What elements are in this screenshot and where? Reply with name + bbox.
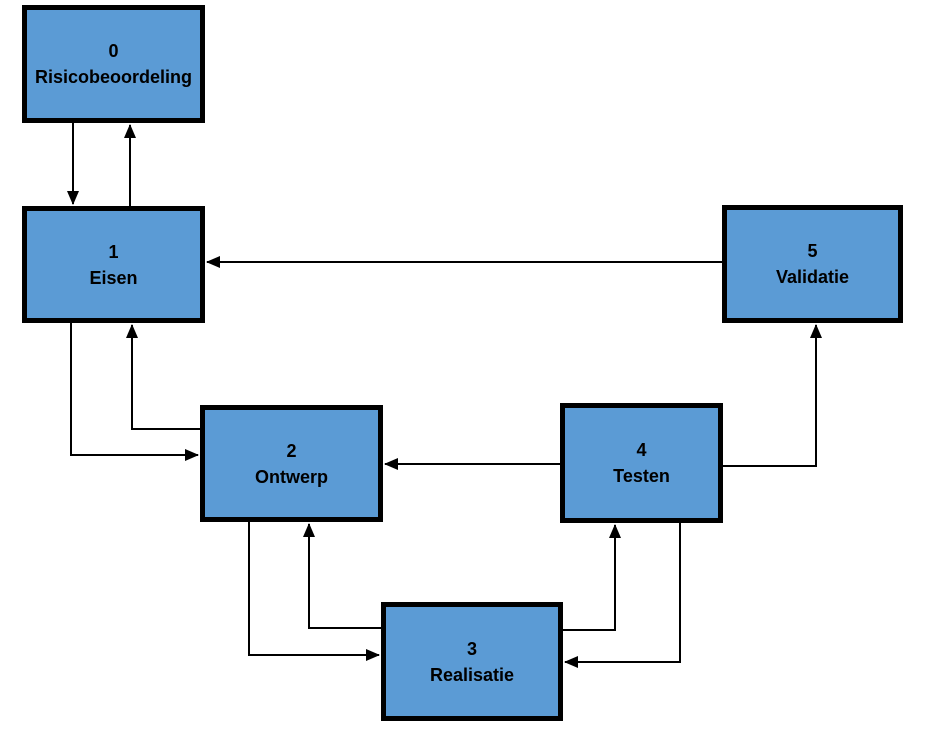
node-validatie: 5 Validatie: [722, 205, 903, 323]
node-label: Ontwerp: [254, 466, 328, 487]
node-label: Eisen: [89, 267, 138, 288]
connector-1-to-2: [70, 323, 199, 461]
node-label: Testen: [613, 466, 670, 486]
connector-3-to-4: [563, 524, 621, 631]
node-label: Risicobeoordeling: [34, 67, 193, 87]
node-number: 5: [807, 241, 818, 261]
node-risicobeoordeling: 0 Risicobeoordeling: [22, 5, 205, 123]
node-number: 0: [108, 41, 119, 61]
connector-2-to-3: [248, 522, 380, 661]
node-number: 1: [108, 241, 119, 262]
connector-4-to-3: [564, 523, 681, 668]
connector-3-to-2: [303, 523, 381, 629]
node-number: 4: [636, 440, 647, 460]
node-number: 3: [466, 638, 477, 659]
node-label: Realisatie: [429, 664, 515, 685]
node-label: Validatie: [775, 267, 850, 287]
node-ontwerp: 2 Ontwerp: [200, 405, 383, 522]
node-number: 2: [286, 440, 297, 461]
node-realisatie: 3 Realisatie: [381, 602, 563, 721]
connector-2-to-1: [126, 324, 200, 430]
connector-4-to-5: [723, 324, 822, 467]
node-eisen: 1 Eisen: [22, 206, 205, 323]
node-testen: 4 Testen: [560, 403, 723, 523]
